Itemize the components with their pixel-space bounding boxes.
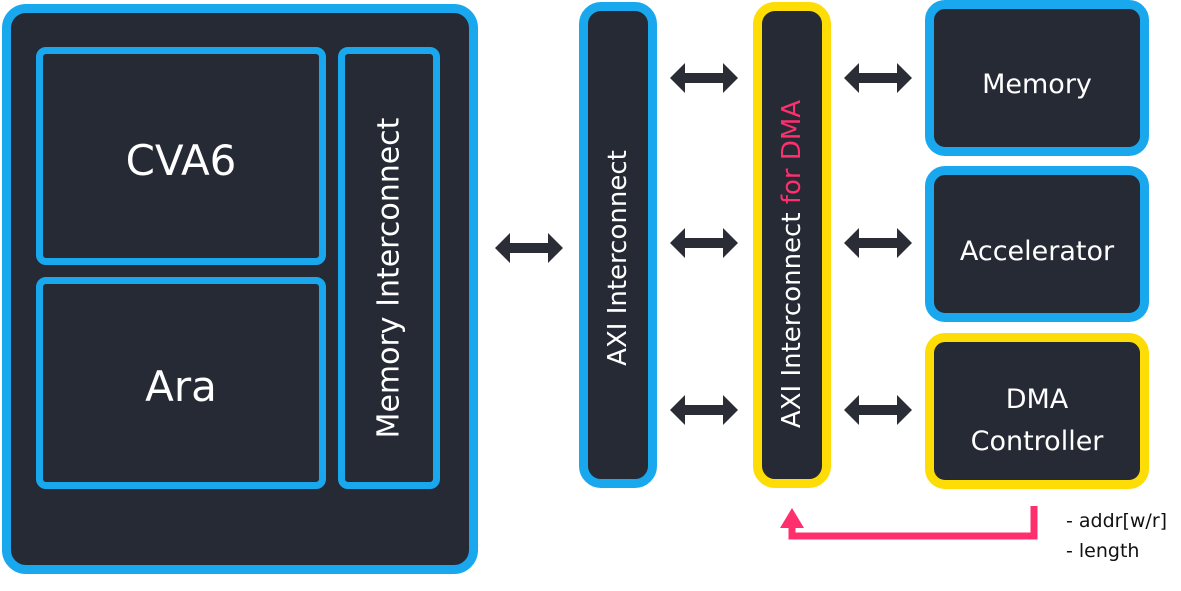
memory-label: Memory bbox=[982, 69, 1092, 100]
note-addr: - addr[w/r] bbox=[1066, 510, 1168, 532]
cva6-label: CVA6 bbox=[125, 136, 237, 185]
dma-controller-block: DMA Controller bbox=[925, 333, 1149, 489]
double-arrow-icon bbox=[670, 63, 738, 93]
dma-label-line1: DMA bbox=[1005, 384, 1069, 415]
double-arrow-icon bbox=[670, 395, 738, 425]
feedback-arrow bbox=[780, 506, 1038, 540]
ara-block: Ara bbox=[36, 277, 326, 489]
ara-label: Ara bbox=[145, 362, 217, 411]
memory-block: Memory bbox=[925, 0, 1149, 156]
accelerator-block: Accelerator bbox=[925, 166, 1149, 322]
dma-label-line2: Controller bbox=[970, 426, 1104, 457]
double-arrow-icon bbox=[844, 395, 912, 425]
accelerator-label: Accelerator bbox=[959, 236, 1115, 267]
note-length: - length bbox=[1066, 540, 1140, 562]
axi-dma-interconnect-block: AXI Interconnect for DMA bbox=[753, 2, 831, 488]
double-arrow-icon bbox=[495, 233, 563, 263]
cva6-block: CVA6 bbox=[36, 47, 326, 265]
double-arrow-icon bbox=[844, 63, 912, 93]
memory-interconnect-block: Memory Interconnect bbox=[338, 47, 440, 489]
axi-interconnect-block: AXI Interconnect bbox=[579, 2, 657, 488]
arrow-up-icon bbox=[780, 508, 804, 528]
double-arrow-icon bbox=[844, 228, 912, 258]
double-arrow-icon bbox=[670, 228, 738, 258]
